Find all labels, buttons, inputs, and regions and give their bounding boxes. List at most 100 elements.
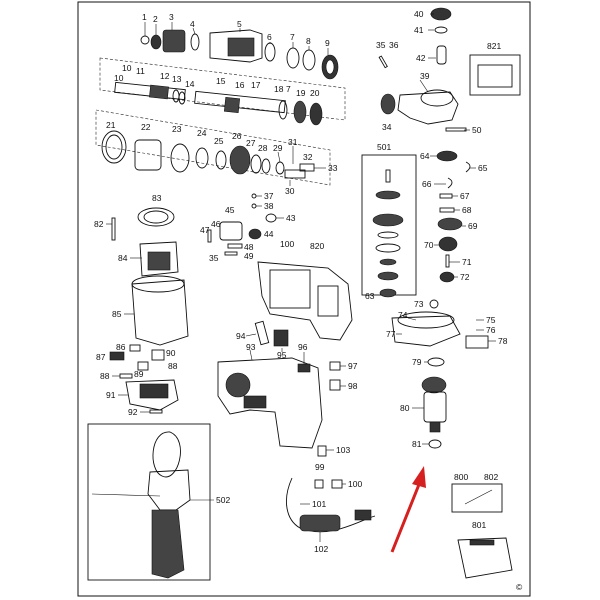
copyright-symbol: © bbox=[516, 582, 523, 592]
label-50: 50 bbox=[472, 125, 482, 135]
leader-4 bbox=[192, 27, 196, 35]
label-68: 68 bbox=[462, 205, 472, 215]
part-98-part bbox=[329, 379, 341, 391]
label-33: 33 bbox=[328, 163, 338, 173]
label-19: 19 bbox=[296, 88, 306, 98]
part-64-bearing bbox=[436, 150, 458, 162]
part-501-gear-b bbox=[372, 213, 404, 227]
label-64: 64 bbox=[420, 151, 430, 161]
part-102-plug-end bbox=[354, 509, 372, 521]
part-82-screw bbox=[111, 217, 116, 241]
label-74: 74 bbox=[398, 310, 408, 320]
part-95-trigger bbox=[273, 329, 289, 347]
part-37-screw bbox=[251, 193, 257, 199]
label-25: 25 bbox=[214, 136, 224, 146]
label-29: 29 bbox=[273, 143, 283, 153]
leader-93 bbox=[249, 349, 253, 361]
part-43-plug bbox=[265, 213, 277, 223]
label-88b: 88 bbox=[100, 371, 110, 381]
part-70-bearing bbox=[438, 236, 458, 252]
part-46-bracket bbox=[219, 221, 243, 241]
label-75: 75 bbox=[486, 315, 496, 325]
part-42-plug bbox=[436, 45, 447, 65]
label-69: 69 bbox=[468, 221, 478, 231]
label-10a: 10 bbox=[122, 63, 132, 73]
part-21-spring bbox=[101, 130, 127, 164]
part-96-clip bbox=[297, 363, 311, 373]
label-45: 45 bbox=[225, 205, 235, 215]
label-79: 79 bbox=[412, 357, 422, 367]
part-501-gear-c bbox=[379, 258, 397, 266]
label-11: 11 bbox=[136, 66, 145, 76]
label-90: 90 bbox=[166, 348, 176, 358]
part-19-spring bbox=[293, 100, 307, 124]
part-802-rod bbox=[464, 489, 493, 505]
label-44: 44 bbox=[264, 229, 274, 239]
label-40: 40 bbox=[414, 9, 424, 19]
label-81: 81 bbox=[412, 439, 422, 449]
part-34-gear bbox=[380, 93, 396, 115]
part-28-ring bbox=[261, 158, 271, 174]
part-71-pin bbox=[445, 254, 450, 268]
label-800: 800 bbox=[454, 472, 468, 482]
label-39: 39 bbox=[420, 71, 430, 81]
part-49-screw bbox=[224, 251, 238, 256]
part-91-cap bbox=[125, 379, 179, 411]
part-67-spring bbox=[439, 193, 453, 199]
label-32: 32 bbox=[303, 152, 313, 162]
part-6-ring bbox=[264, 42, 276, 62]
part-18-ring bbox=[278, 100, 288, 120]
part-501-gear-d bbox=[377, 271, 399, 281]
spindle-assembly-group bbox=[114, 81, 323, 126]
motor-housing-group bbox=[109, 207, 189, 414]
part-41-ring bbox=[434, 26, 448, 34]
arrow-shaft bbox=[390, 481, 422, 553]
label-97: 97 bbox=[348, 361, 358, 371]
label-48: 48 bbox=[244, 242, 254, 252]
label-35a: 35 bbox=[376, 40, 386, 50]
label-5: 5 bbox=[237, 19, 242, 29]
part-801-case bbox=[457, 537, 513, 579]
right-small-parts-group bbox=[436, 150, 471, 283]
label-99: 99 bbox=[315, 462, 325, 472]
label-77: 77 bbox=[386, 329, 396, 339]
label-14: 14 bbox=[185, 79, 195, 89]
label-67: 67 bbox=[460, 191, 470, 201]
label-73: 73 bbox=[414, 299, 424, 309]
label-100a: 100 bbox=[280, 239, 294, 249]
part-821-label-inner bbox=[477, 64, 513, 88]
part-80-fan bbox=[421, 376, 447, 394]
part-24-ring bbox=[195, 147, 209, 169]
label-23: 23 bbox=[172, 124, 182, 134]
part-90-brush bbox=[151, 349, 165, 361]
gear-housing-820 bbox=[257, 261, 353, 341]
part-50-pin bbox=[445, 127, 467, 132]
part-74-baffle-top bbox=[397, 311, 455, 329]
part-25-ring bbox=[215, 150, 227, 170]
label-13: 13 bbox=[172, 74, 182, 84]
label-22: 22 bbox=[141, 122, 151, 132]
label-85: 85 bbox=[112, 309, 122, 319]
leader-94 bbox=[245, 333, 257, 337]
label-28: 28 bbox=[258, 143, 268, 153]
label-21: 21 bbox=[106, 120, 116, 130]
label-84: 84 bbox=[118, 253, 128, 263]
label-94: 94 bbox=[236, 331, 246, 341]
label-95: 95 bbox=[277, 350, 287, 360]
label-96: 96 bbox=[298, 342, 308, 352]
part-87-switch bbox=[109, 351, 125, 361]
part-7-oring bbox=[286, 47, 300, 69]
part-100-clamp bbox=[331, 479, 343, 489]
label-36: 36 bbox=[389, 40, 399, 50]
part-501-gear-a bbox=[375, 190, 401, 200]
label-102: 102 bbox=[314, 544, 328, 554]
label-7: 7 bbox=[290, 32, 295, 42]
part-73-ring bbox=[429, 299, 439, 309]
label-70: 70 bbox=[424, 240, 434, 250]
part-94-switch bbox=[254, 320, 270, 346]
part-821-label bbox=[469, 54, 521, 96]
label-47: 47 bbox=[200, 225, 210, 235]
part-29-ring bbox=[275, 161, 285, 175]
label-42: 42 bbox=[416, 53, 426, 63]
part-83-ring-inner bbox=[143, 210, 169, 224]
